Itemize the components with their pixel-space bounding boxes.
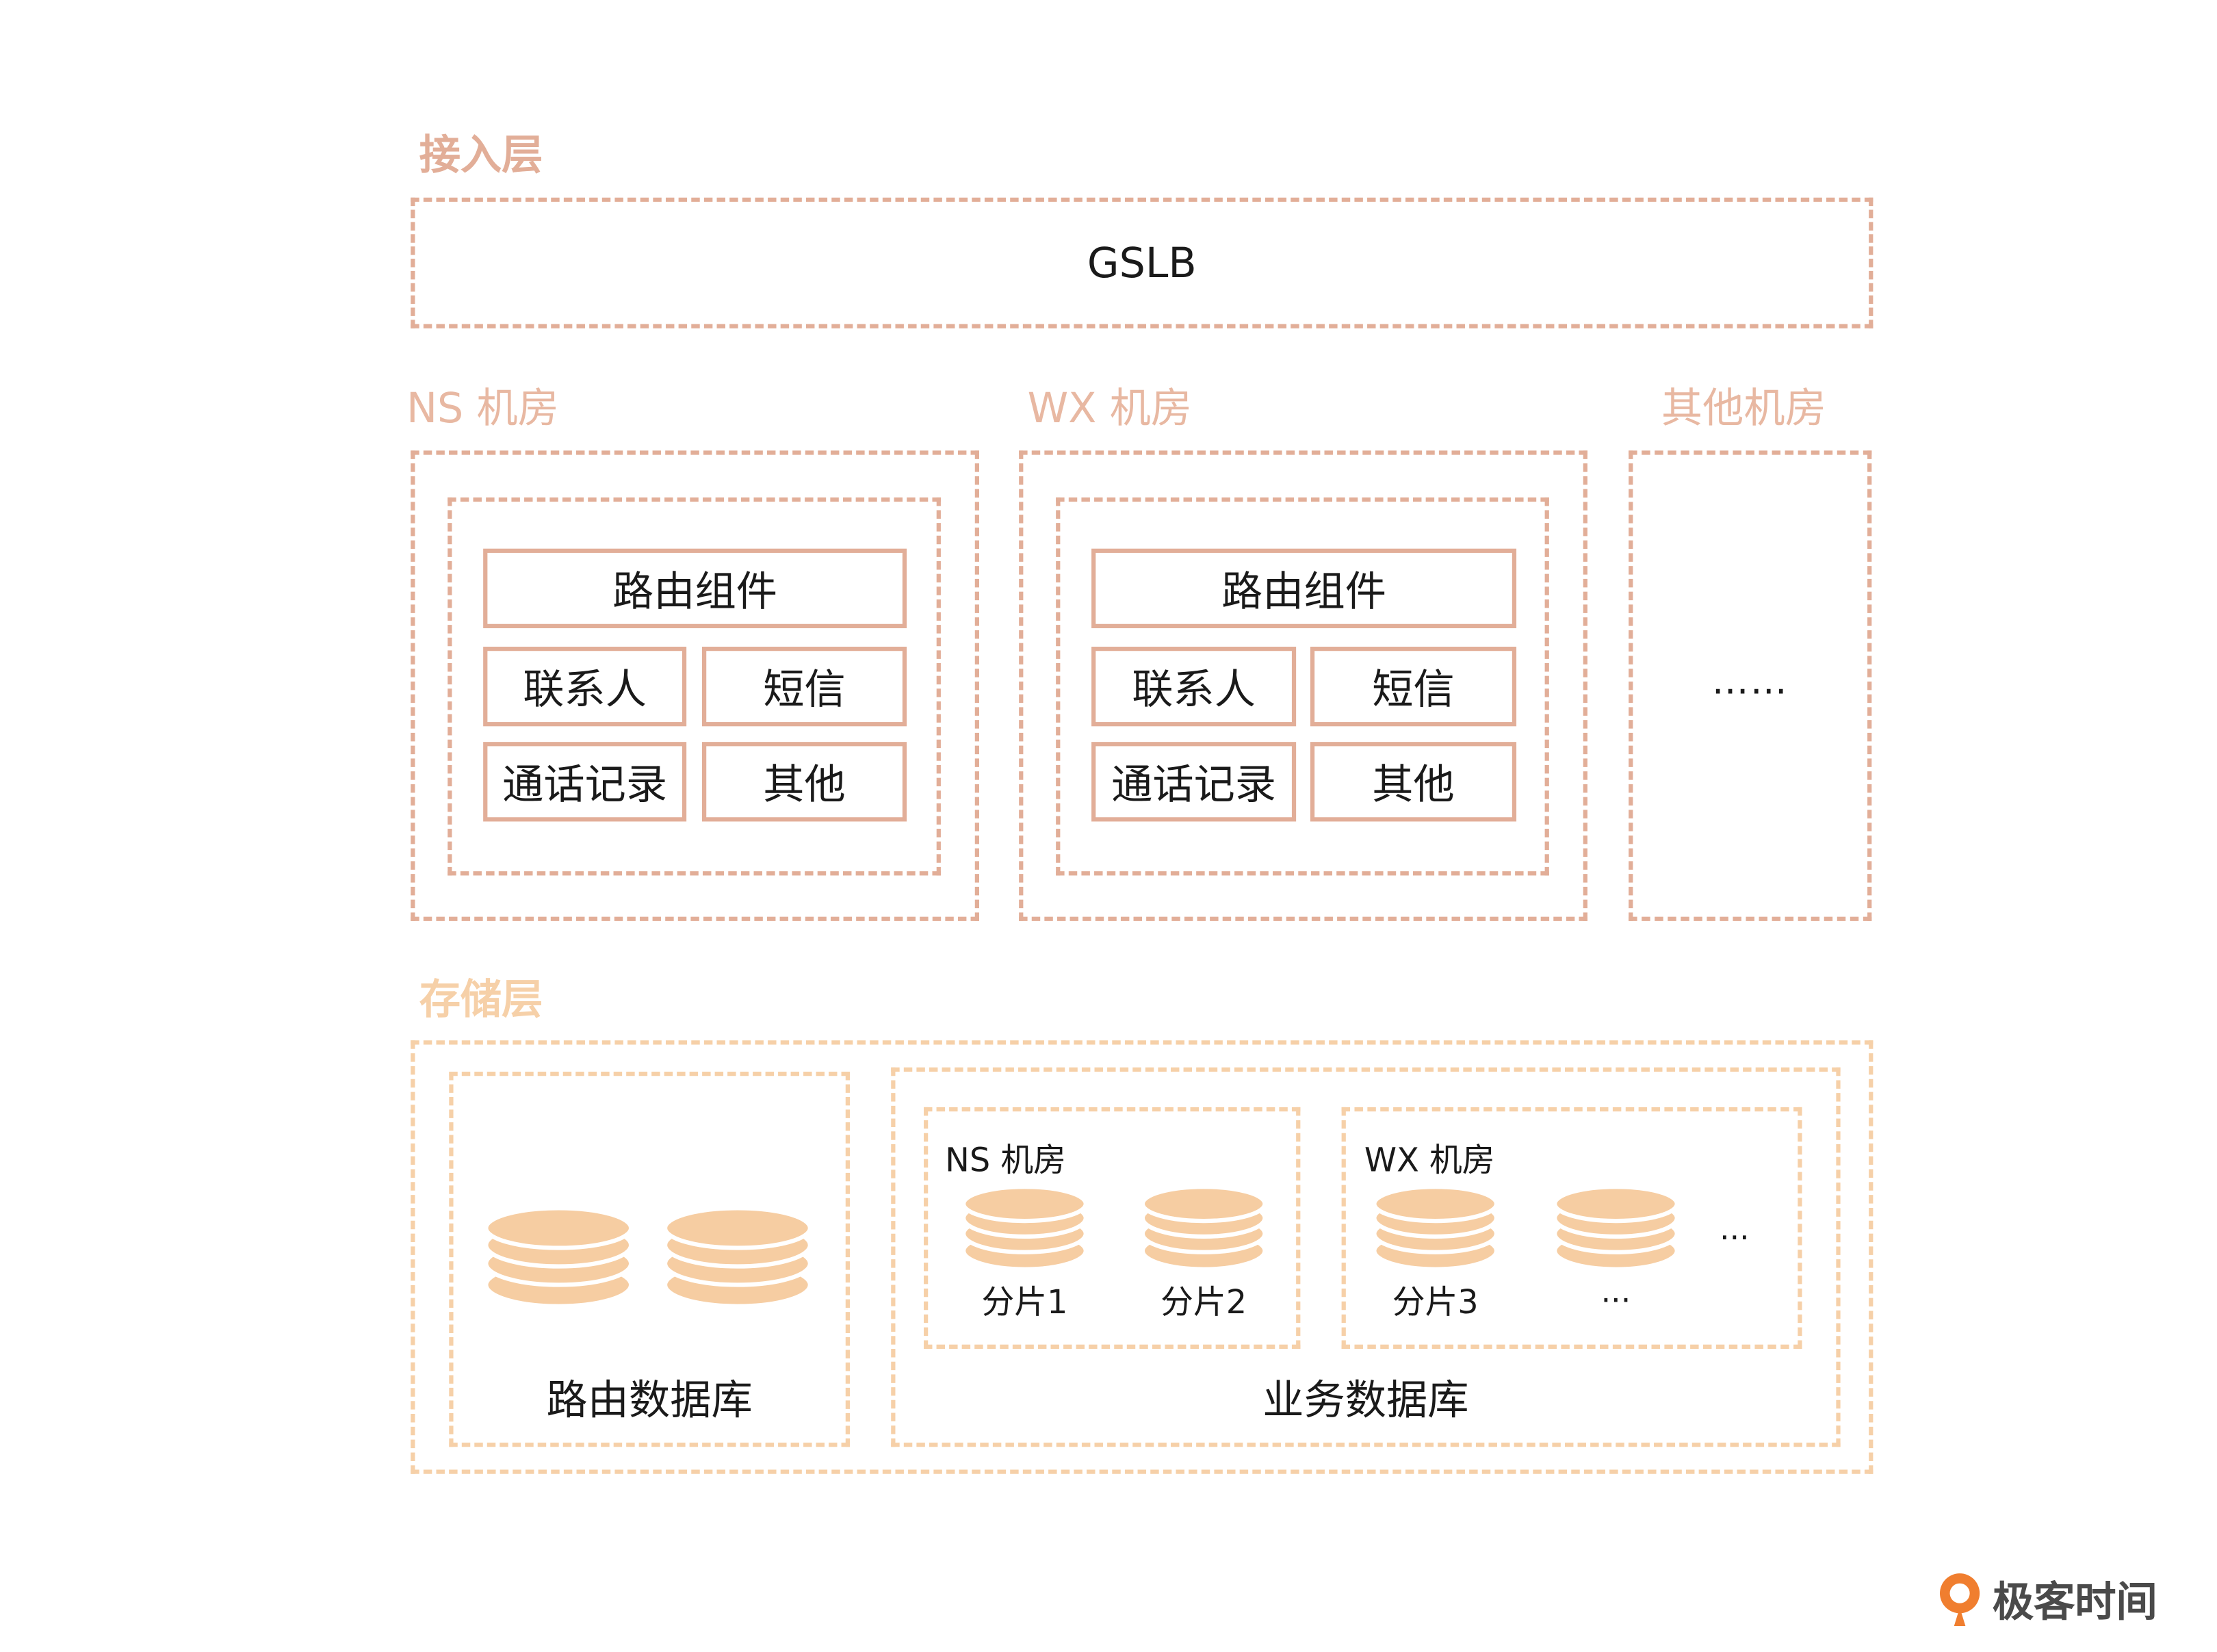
wx-sms-service: 短信 <box>1310 646 1517 727</box>
other-room-ellipsis: …… <box>1711 660 1789 704</box>
ns-call-log-service: 通话记录 <box>483 742 687 822</box>
ns-router-component: 路由组件 <box>483 548 907 628</box>
storage-layer-title: 存储层 <box>419 975 543 1024</box>
more-shards-ellipsis: ... <box>1720 1212 1750 1248</box>
database-icon <box>662 1206 812 1308</box>
geektime-logo-icon <box>1939 1573 1980 1626</box>
business-wx-room-title: WX 机房 <box>1364 1142 1495 1180</box>
wx-room-title: WX 机房 <box>1027 383 1193 433</box>
route-db-cylinder-2 <box>662 1206 812 1308</box>
business-ns-room-box <box>923 1107 1301 1349</box>
shard2-cylinder <box>1140 1185 1267 1272</box>
business-db-label: 业务数据库 <box>1262 1376 1469 1425</box>
database-icon <box>961 1185 1088 1272</box>
business-ns-room-title: NS 机房 <box>945 1142 1066 1180</box>
shard1-label: 分片1 <box>981 1285 1068 1322</box>
shard1-cylinder <box>961 1185 1088 1272</box>
wx-room-box <box>1019 450 1587 921</box>
other-room-title: 其他机房 <box>1661 383 1826 433</box>
ns-room-title: NS 机房 <box>406 383 559 433</box>
wx-router-component: 路由组件 <box>1091 548 1517 628</box>
wx-other-service: 其他 <box>1310 742 1517 822</box>
business-db-box <box>891 1067 1841 1447</box>
business-wx-room-box <box>1341 1107 1802 1349</box>
ns-other-service: 其他 <box>701 742 907 822</box>
brand-name: 极客时间 <box>1992 1577 2157 1626</box>
route-db-label: 路由数据库 <box>546 1376 753 1425</box>
ns-sms-service: 短信 <box>701 646 907 727</box>
shard3-cylinder <box>1372 1185 1499 1272</box>
ns-room-box <box>411 450 979 921</box>
ns-contacts-service: 联系人 <box>483 646 687 727</box>
gslb-box: GSLB <box>411 197 1874 328</box>
other-room-box: …… <box>1629 450 1872 921</box>
more-shard-cylinder <box>1553 1185 1679 1272</box>
database-icon <box>1372 1185 1499 1272</box>
wx-room-service-group <box>1056 497 1549 876</box>
database-icon <box>1553 1185 1679 1272</box>
gslb-label: GSLB <box>1087 238 1197 287</box>
route-db-cylinder-1 <box>484 1206 634 1308</box>
database-icon <box>1140 1185 1267 1272</box>
wx-contacts-service: 联系人 <box>1091 646 1297 727</box>
shard3-label: 分片3 <box>1392 1285 1479 1322</box>
storage-layer-box <box>411 1040 1874 1474</box>
access-layer-title: 接入层 <box>419 131 543 179</box>
ns-room-service-group <box>448 497 941 876</box>
shard2-label: 分片2 <box>1161 1285 1247 1322</box>
more-shard-label: ... <box>1600 1274 1631 1311</box>
database-icon <box>484 1206 634 1308</box>
wx-call-log-service: 通话记录 <box>1091 742 1297 822</box>
brand-logo: 极客时间 <box>1936 1569 2157 1629</box>
route-db-box <box>449 1071 850 1447</box>
